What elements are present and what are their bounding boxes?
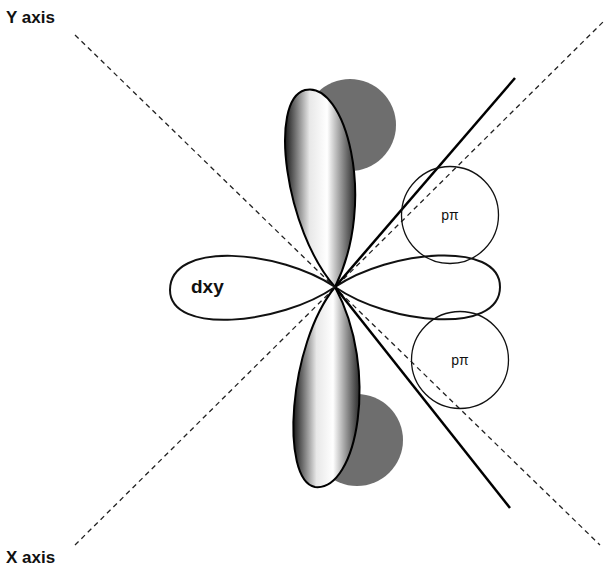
axis-line xyxy=(75,20,605,545)
d-orbital-lobe: dxy xyxy=(165,237,340,337)
shaded-lobe xyxy=(293,287,359,487)
p-orbital-circle: pπ xyxy=(400,165,500,265)
orbital-label: pπ xyxy=(451,352,468,368)
orbital-lobe xyxy=(335,255,500,319)
bond-line xyxy=(335,78,515,287)
axis-line xyxy=(75,35,600,545)
axis-label: X axis xyxy=(6,548,55,568)
lobe-path xyxy=(170,256,335,320)
circle-path xyxy=(412,312,509,409)
axis-label: Y axis xyxy=(6,8,55,28)
orbital-label: pπ xyxy=(441,207,458,223)
shaded-lobe xyxy=(285,89,355,287)
orbital-label: dxy xyxy=(191,276,224,298)
circle-path xyxy=(402,167,499,264)
bond-line xyxy=(335,287,510,508)
p-orbital-circle: pπ xyxy=(410,310,510,410)
